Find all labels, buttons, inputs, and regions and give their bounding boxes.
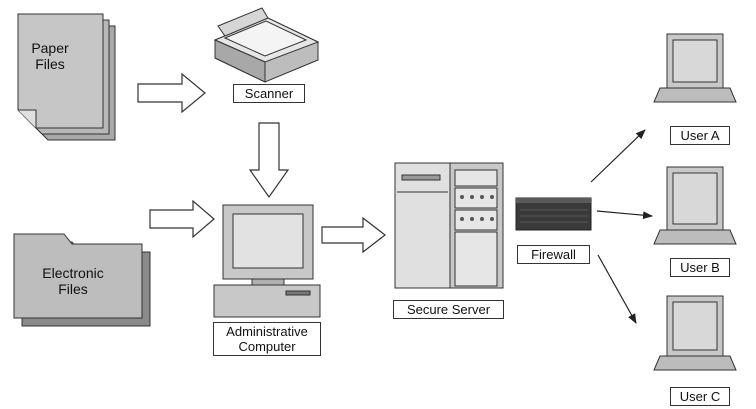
laptop-icon-user-c [653, 295, 737, 371]
user-a-label: User A [670, 126, 730, 145]
laptop-icon-user-a [653, 33, 737, 103]
secure-server-label: Secure Server [393, 300, 504, 319]
paper-files-label-line1: Paper [31, 40, 69, 56]
laptop-icon-user-b [653, 166, 737, 245]
arrow-folder-to-computer [149, 199, 215, 239]
electronic-files-label: Electronic Files [28, 265, 118, 297]
admin-computer-label-line2: Computer [238, 339, 296, 354]
user-b-label: User B [670, 258, 730, 277]
user-c-label: User C [670, 387, 730, 406]
admin-computer-label-line1: Administrative [226, 324, 308, 339]
paper-files-label: Paper Files [26, 40, 74, 72]
electronic-files-label-line2: Files [58, 281, 88, 297]
folder-icon [13, 233, 151, 327]
computer-icon [213, 204, 321, 318]
arrow-computer-to-server [321, 216, 386, 254]
arrow-to-user-c [597, 254, 637, 324]
arrow-to-user-b [596, 210, 653, 220]
firewall-label: Firewall [517, 245, 590, 264]
firewall-icon [515, 197, 592, 231]
scanner-icon [213, 7, 320, 83]
arrow-scanner-to-computer [248, 122, 290, 199]
electronic-files-label-line1: Electronic [42, 265, 104, 281]
arrow-to-user-a [590, 129, 646, 183]
admin-computer-label: Administrative Computer [213, 322, 321, 356]
scanner-label: Scanner [233, 84, 305, 103]
arrow-paper-to-scanner [137, 72, 206, 114]
server-icon [394, 162, 504, 289]
paper-files-icon [17, 13, 116, 141]
paper-files-label-line2: Files [35, 56, 65, 72]
